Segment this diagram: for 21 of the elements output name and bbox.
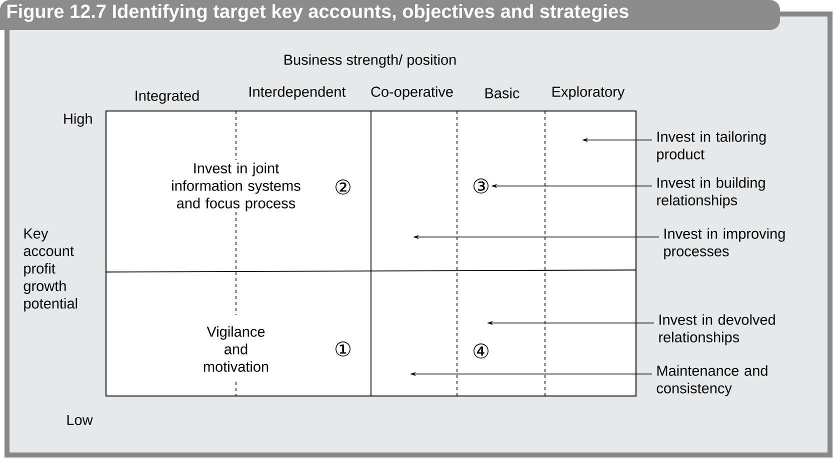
column-header: Integrated — [136, 90, 199, 104]
circled-number: ② — [336, 180, 350, 194]
axis-title: Key account profit growth potential — [24, 228, 78, 312]
title-banner: Figure 12.7 Identifying target key accounts, objectives and strategies — [0, 0, 780, 30]
annotation-text: Maintenance and consistency — [656, 365, 768, 396]
quadrant-text: Vigilance and motivation — [204, 326, 268, 372]
annotation-text: Invest in improving processes — [664, 228, 785, 260]
axis-label: High — [64, 113, 92, 127]
axis-title: Business strength/ position — [284, 54, 456, 68]
annotation-text: Invest in building relationships — [657, 177, 765, 208]
circled-number: ③ — [474, 178, 488, 194]
column-header: Interdependent — [250, 86, 346, 100]
circled-number: ① — [336, 342, 350, 356]
column-header: Exploratory — [552, 86, 625, 100]
quadrant-text: Invest in joint information systems and focus process — [172, 162, 300, 212]
column-header: Basic — [485, 88, 520, 98]
annotation-text: Invest in tailoring product — [657, 131, 766, 162]
circled-number: ④ — [474, 344, 488, 358]
axis-label: Low — [67, 414, 93, 426]
column-header: Co-operative — [371, 86, 453, 100]
annotation-text: Invest in devolved relationships — [659, 314, 775, 346]
